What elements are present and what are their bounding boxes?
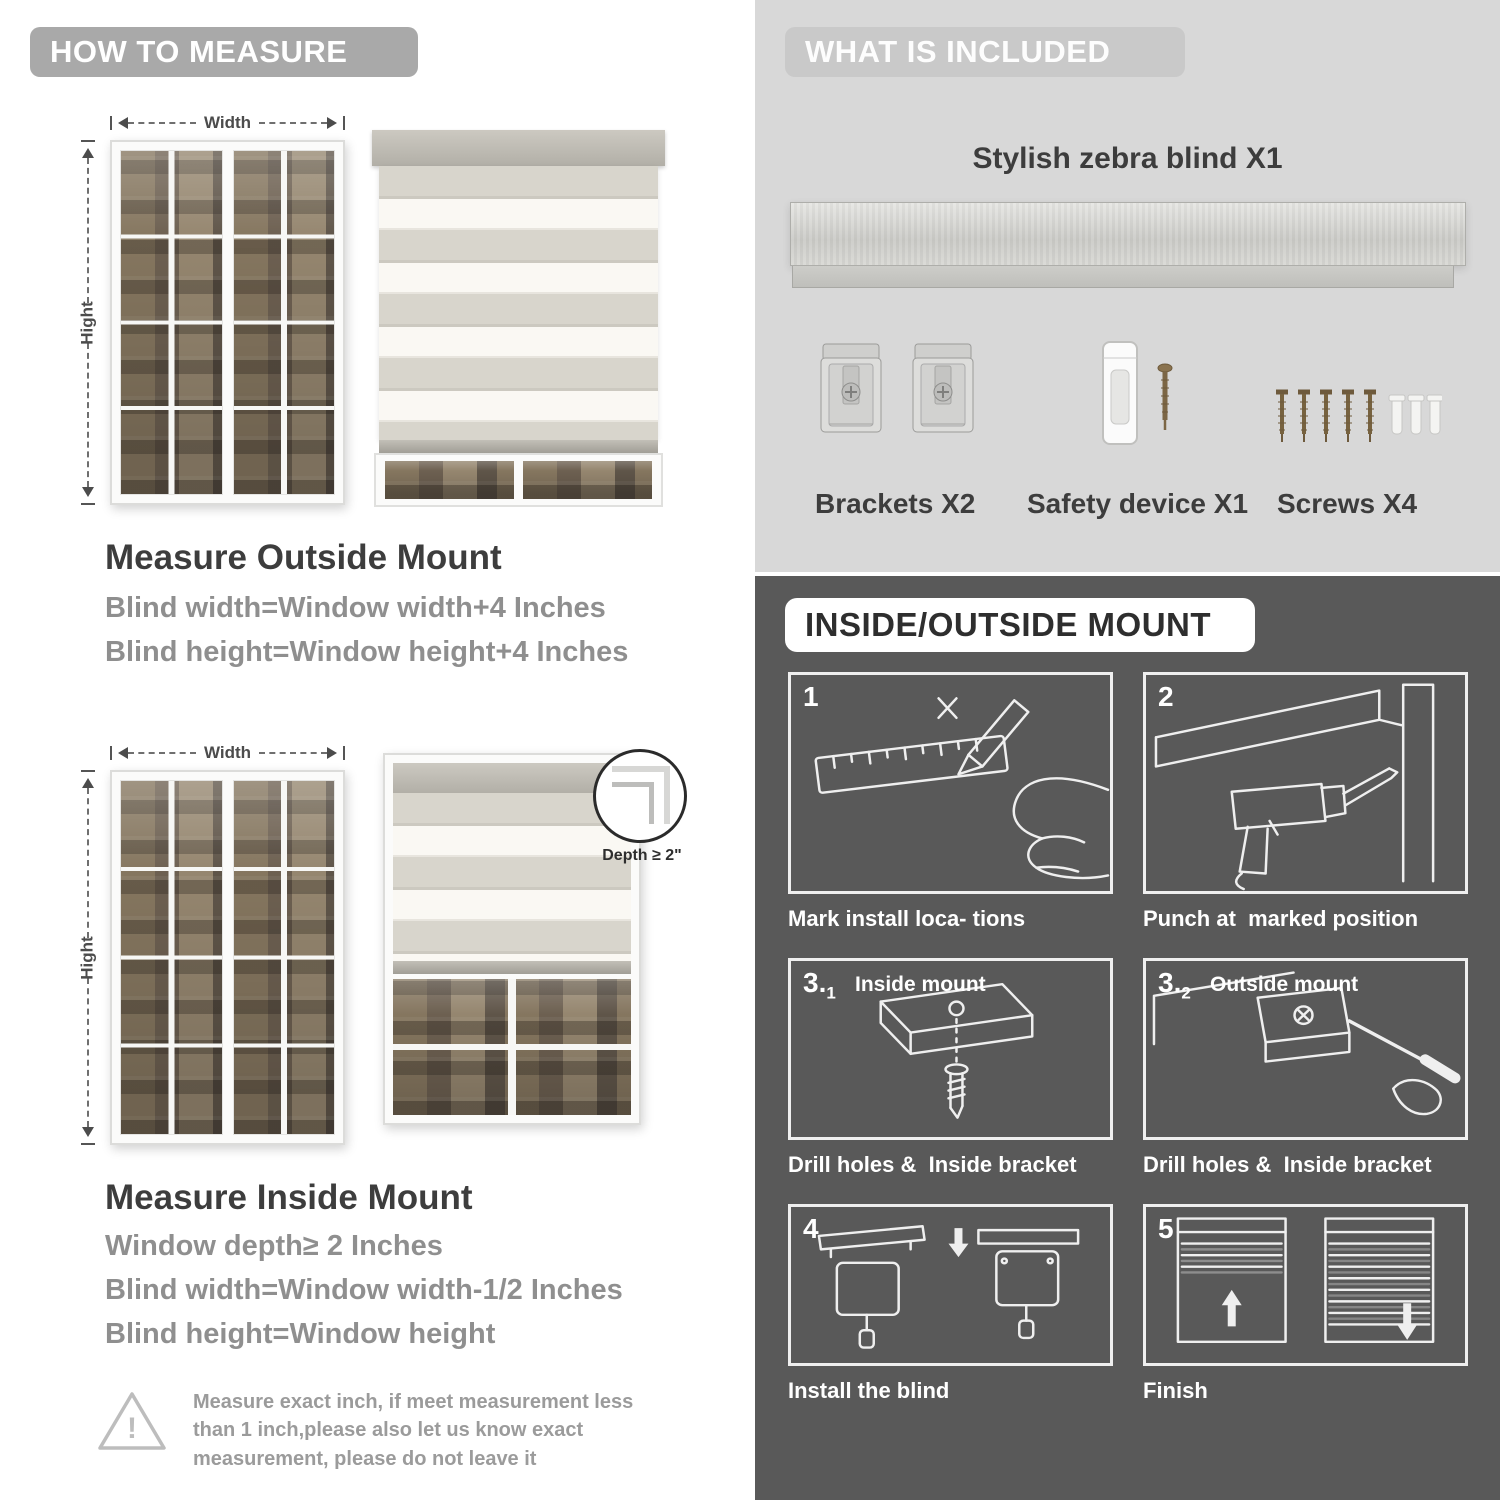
step-caption: Install the blind xyxy=(788,1378,950,1403)
screws-icon xyxy=(1276,389,1444,442)
width-dimension-label: Width xyxy=(203,743,252,762)
blind-headrail xyxy=(372,130,665,166)
mount-instructions-section: INSIDE/OUTSIDE MOUNT 1 xyxy=(755,576,1500,1500)
window-sash xyxy=(120,150,223,495)
blind-headrail xyxy=(393,763,631,793)
step-4-panel: 4 xyxy=(788,1204,1113,1366)
step-1: 1 xyxy=(788,672,1113,932)
blind-bottom-rail xyxy=(393,961,631,974)
inside-bracket-art xyxy=(879,983,1034,1119)
step-number: 2 xyxy=(1158,681,1174,712)
width-dimension: Width xyxy=(110,113,345,133)
outside-bracket-art xyxy=(1152,971,1461,1116)
inside-mount-rule-width: Blind width=Window width-1/2 Inches xyxy=(105,1274,623,1306)
window-illustration xyxy=(110,140,345,505)
svg-text:!: ! xyxy=(127,1412,137,1445)
outside-mount-figure: Width Hight xyxy=(75,105,715,525)
height-dimension: Hight xyxy=(77,770,99,1145)
step-3-1-panel: 3.1 Inside mount xyxy=(788,958,1113,1140)
outside-mount-title: Measure Outside Mount xyxy=(105,538,502,577)
step-caption: Drill holes & Inside bracket xyxy=(1143,1152,1432,1177)
inside-mount-title: Measure Inside Mount xyxy=(105,1178,473,1217)
step-5-panel: 5 xyxy=(1143,1204,1468,1366)
window-sill-sliver xyxy=(374,453,663,507)
window-sash xyxy=(232,150,335,495)
window-sash xyxy=(120,780,223,1135)
outside-mount-rule-width: Blind width=Window width+4 Inches xyxy=(105,592,606,624)
step-number: 4 xyxy=(803,1213,819,1244)
window-sash xyxy=(232,780,335,1135)
window-muntins xyxy=(233,151,334,494)
step-caption: Punch at marked position xyxy=(1143,906,1419,931)
safety-device-icon xyxy=(1102,341,1173,445)
step-5: 5 xyxy=(1143,1204,1468,1404)
window-muntins xyxy=(121,151,222,494)
step-inner-label: Outside mount xyxy=(1210,973,1359,996)
warning-triangle-icon: ! xyxy=(98,1392,166,1450)
blind-shade xyxy=(393,793,631,961)
height-dimension-label: Hight xyxy=(78,935,97,980)
step-2: 2 Punch at mar xyxy=(1143,672,1468,932)
step-2-panel: 2 xyxy=(1143,672,1468,894)
bracket-icon xyxy=(820,343,882,433)
height-dimension-label: Hight xyxy=(78,300,97,345)
step-number: 3.1 xyxy=(803,967,836,1003)
step-number: 5 xyxy=(1158,1213,1174,1244)
step-number: 3.2 xyxy=(1158,967,1191,1003)
brackets-illustration xyxy=(815,340,979,440)
brackets-label: Brackets X2 xyxy=(815,488,976,519)
step-1-panel: 1 xyxy=(788,672,1113,894)
zebra-blind-outside-illustration xyxy=(372,130,665,512)
inside-mount-rule-depth: Window depth≥ 2 Inches xyxy=(105,1230,443,1262)
measurement-note: ! Measure exact inch, if meet measuremen… xyxy=(95,1388,665,1473)
depth-callout-circle xyxy=(593,749,687,843)
screws-illustration xyxy=(1270,386,1444,457)
step-4: 4 xyxy=(788,1204,1113,1404)
step-number: 1 xyxy=(803,681,819,712)
step-caption: Finish xyxy=(1143,1378,1208,1403)
step-3-2-panel: 3.2 Outside mount xyxy=(1143,958,1468,1140)
blind-shade xyxy=(379,166,658,440)
outside-mount-rule-height: Blind height=Window height+4 Inches xyxy=(105,636,629,668)
blind-headrail-illustration xyxy=(790,202,1466,288)
safety-device-label: Safety device X1 xyxy=(1027,488,1249,519)
step-3-1: 3.1 Inside mount xyxy=(788,958,1113,1178)
bracket-icon xyxy=(912,343,974,433)
screws-label: Screws X4 xyxy=(1277,488,1418,519)
width-dimension-label: Width xyxy=(203,113,252,132)
height-dimension: Hight xyxy=(77,140,99,505)
step-inner-label: Inside mount xyxy=(855,973,986,996)
step-caption: Mark install loca- tions xyxy=(788,906,1026,931)
install-blind-art xyxy=(817,1225,1080,1349)
depth-callout-label: Depth ≥ 2" xyxy=(602,847,682,864)
note-text: Measure exact inch, if meet measurement … xyxy=(193,1391,634,1470)
window-illustration xyxy=(110,770,345,1145)
inside-mount-figure: Width Hight Depth ≥ 2" xyxy=(75,715,735,1155)
product-label: Stylish zebra blind X1 xyxy=(972,142,1283,175)
step-caption: Drill holes & Inside bracket xyxy=(788,1152,1077,1177)
zebra-blind-inside-illustration xyxy=(383,753,641,1125)
finish-art xyxy=(1176,1217,1435,1344)
step-3-2: 3.2 Outside mount xyxy=(1143,958,1468,1178)
safety-device-illustration xyxy=(1085,338,1197,455)
width-dimension: Width xyxy=(110,743,345,763)
mark-locations-art xyxy=(814,697,1110,880)
blind-bottom-rail xyxy=(379,440,658,453)
drill-art xyxy=(1154,683,1435,891)
window-lower-panes xyxy=(393,979,631,1115)
how-to-measure-header: HOW TO MEASURE xyxy=(30,27,418,77)
inside-mount-rule-height: Blind height=Window height xyxy=(105,1318,496,1350)
mount-steps-grid: 1 xyxy=(788,672,1468,1404)
what-is-included-section: WHAT IS INCLUDED Stylish zebra blind X1 xyxy=(755,0,1500,572)
what-is-included-header: WHAT IS INCLUDED xyxy=(785,27,1185,77)
mount-header: INSIDE/OUTSIDE MOUNT xyxy=(785,598,1255,652)
